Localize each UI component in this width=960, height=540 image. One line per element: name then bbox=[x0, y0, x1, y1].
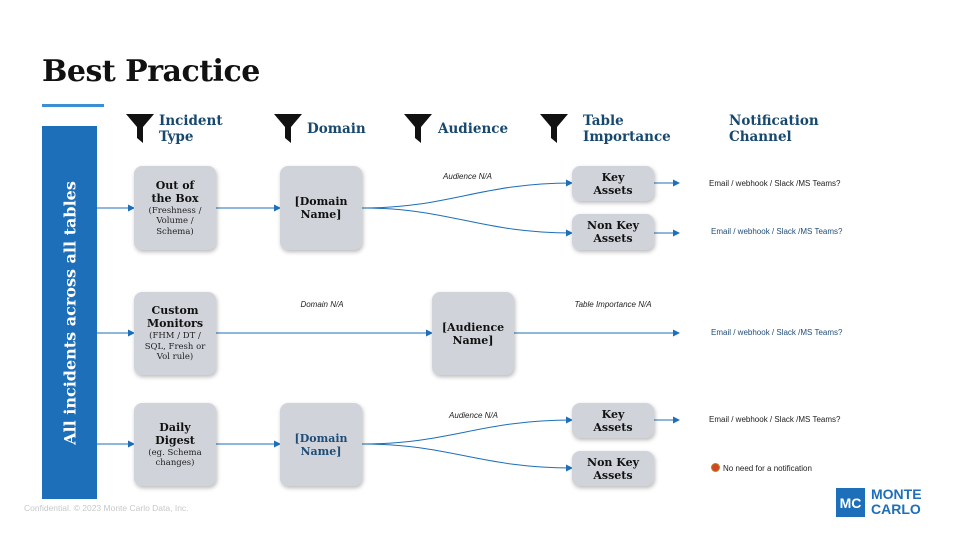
domain-box: [Domain Name] bbox=[280, 166, 362, 250]
incident-title: Daily Digest bbox=[155, 420, 195, 447]
filter-funnel-icon bbox=[126, 114, 154, 143]
no-notification-item: No need for a notification bbox=[711, 463, 812, 473]
domain-na-note: Domain N/A bbox=[300, 300, 344, 309]
incident-title: Out of the Box bbox=[151, 178, 199, 205]
channel-text: Email / webhook / Slack /MS Teams? bbox=[709, 179, 841, 188]
page-title: Best Practice bbox=[42, 54, 260, 89]
audience-na-note: Audience N/A bbox=[443, 172, 492, 181]
logo-line-2: CARLO bbox=[871, 501, 921, 517]
incident-title: Custom Monitors bbox=[146, 304, 204, 331]
incident-box-custom-monitors: Custom Monitors (FHM / DT / SQL, Fresh o… bbox=[134, 292, 216, 375]
filter-funnel-icon bbox=[274, 114, 302, 143]
domain-box-label: [Domain Name] bbox=[294, 195, 348, 221]
incident-subtitle: (eg. Schema changes) bbox=[148, 447, 202, 469]
filter-funnel-icon bbox=[404, 114, 432, 143]
incident-box-out-of-the-box: Out of the Box (Freshness / Volume / Sch… bbox=[134, 166, 216, 250]
header-notification-channel: Notification Channel bbox=[729, 113, 819, 145]
header-domain: Domain bbox=[307, 121, 366, 137]
header-table-importance: Table Importance bbox=[583, 113, 671, 145]
monte-carlo-logo-text: MONTE CARLO bbox=[871, 487, 922, 517]
non-key-assets-box: Non Key Assets bbox=[572, 451, 654, 486]
non-key-assets-label: Non Key Assets bbox=[587, 455, 639, 482]
sidebar-band: All incidents across all tables bbox=[42, 126, 97, 499]
audience-box: [Audience Name] bbox=[432, 292, 514, 375]
key-assets-label: Key Assets bbox=[593, 407, 633, 434]
incident-subtitle: (Freshness / Volume / Schema) bbox=[148, 205, 202, 237]
incident-box-daily-digest: Daily Digest (eg. Schema changes) bbox=[134, 403, 216, 486]
no-entry-icon bbox=[711, 463, 720, 472]
header-audience: Audience bbox=[438, 121, 509, 137]
key-assets-box: Key Assets bbox=[572, 166, 654, 201]
incident-subtitle: (FHM / DT / SQL, Fresh or Vol rule) bbox=[144, 331, 206, 363]
key-assets-box: Key Assets bbox=[572, 403, 654, 438]
channel-text: Email / webhook / Slack /MS Teams? bbox=[709, 415, 841, 424]
key-assets-label: Key Assets bbox=[593, 170, 633, 197]
channel-text: Email / webhook / Slack /MS Teams? bbox=[711, 227, 843, 236]
table-importance-na-note: Table Importance N/A bbox=[574, 300, 652, 309]
confidential-footer: Confidential. © 2023 Monte Carlo Data, I… bbox=[24, 503, 189, 513]
audience-na-note: Audience N/A bbox=[449, 411, 498, 420]
non-key-assets-label: Non Key Assets bbox=[587, 219, 639, 245]
filter-funnel-icon bbox=[540, 114, 568, 143]
domain-box: [Domain Name] bbox=[280, 403, 362, 486]
channel-text: Email / webhook / Slack /MS Teams? bbox=[711, 328, 843, 337]
non-key-assets-box: Non Key Assets bbox=[572, 214, 654, 250]
no-notification-text: No need for a notification bbox=[723, 464, 812, 473]
title-underline bbox=[42, 104, 104, 107]
domain-box-label: [Domain Name] bbox=[294, 431, 348, 458]
monte-carlo-logo-icon: MC bbox=[836, 488, 865, 517]
logo-line-1: MONTE bbox=[871, 486, 922, 502]
audience-box-label: [Audience Name] bbox=[441, 320, 505, 347]
header-incident-type: Incident Type bbox=[159, 113, 223, 145]
